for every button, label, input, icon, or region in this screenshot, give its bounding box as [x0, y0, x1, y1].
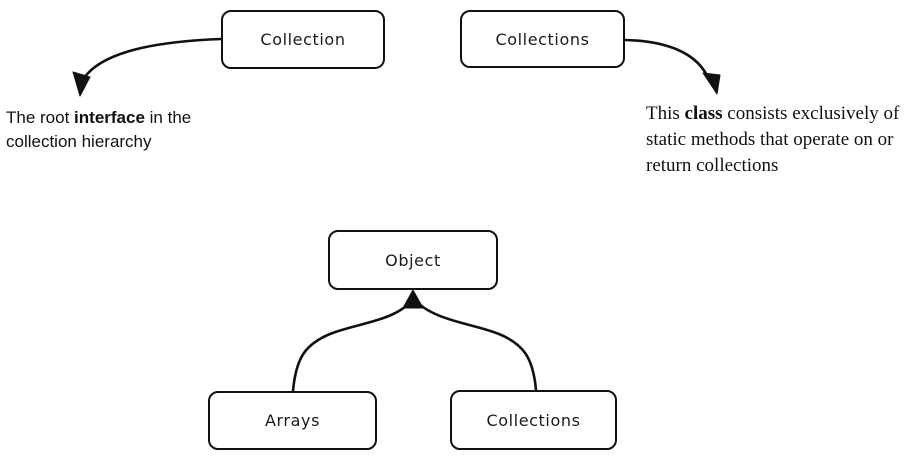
node-object-label: Object	[385, 250, 441, 270]
node-collections-utility: Collections	[450, 390, 617, 450]
node-collections-class: Collections	[460, 10, 625, 68]
caption-text: in the collection hierarchy	[6, 108, 192, 151]
arrow-collection-to-note	[82, 37, 223, 80]
node-collection-label: Collection	[260, 30, 346, 49]
caption-collection-note: The root interface in the collection hie…	[6, 106, 226, 154]
node-arrays-label: Arrays	[264, 411, 321, 430]
arrowhead-down-right-icon	[702, 72, 721, 95]
node-collection: Collection	[221, 10, 385, 69]
caption-text: This	[646, 103, 685, 124]
node-collections-utility-label: Collections	[486, 410, 581, 430]
node-object: Object	[328, 230, 498, 290]
edge-arrays-to-object	[291, 300, 412, 393]
caption-collections-note: This class consists exclusively of stati…	[646, 101, 910, 179]
caption-bold-keyword: interface	[74, 108, 145, 127]
arrowhead-down-left-icon	[72, 71, 91, 97]
edge-collections-to-object	[415, 300, 538, 392]
caption-text: The root	[6, 108, 75, 127]
caption-text: consists exclusively of static methods t…	[646, 103, 900, 176]
node-arrays: Arrays	[208, 391, 377, 450]
caption-bold-keyword: class	[684, 103, 723, 124]
node-collections-class-label: Collections	[495, 29, 590, 49]
arrow-collections-to-note	[623, 38, 711, 82]
arrowhead-up-icon	[402, 289, 424, 309]
